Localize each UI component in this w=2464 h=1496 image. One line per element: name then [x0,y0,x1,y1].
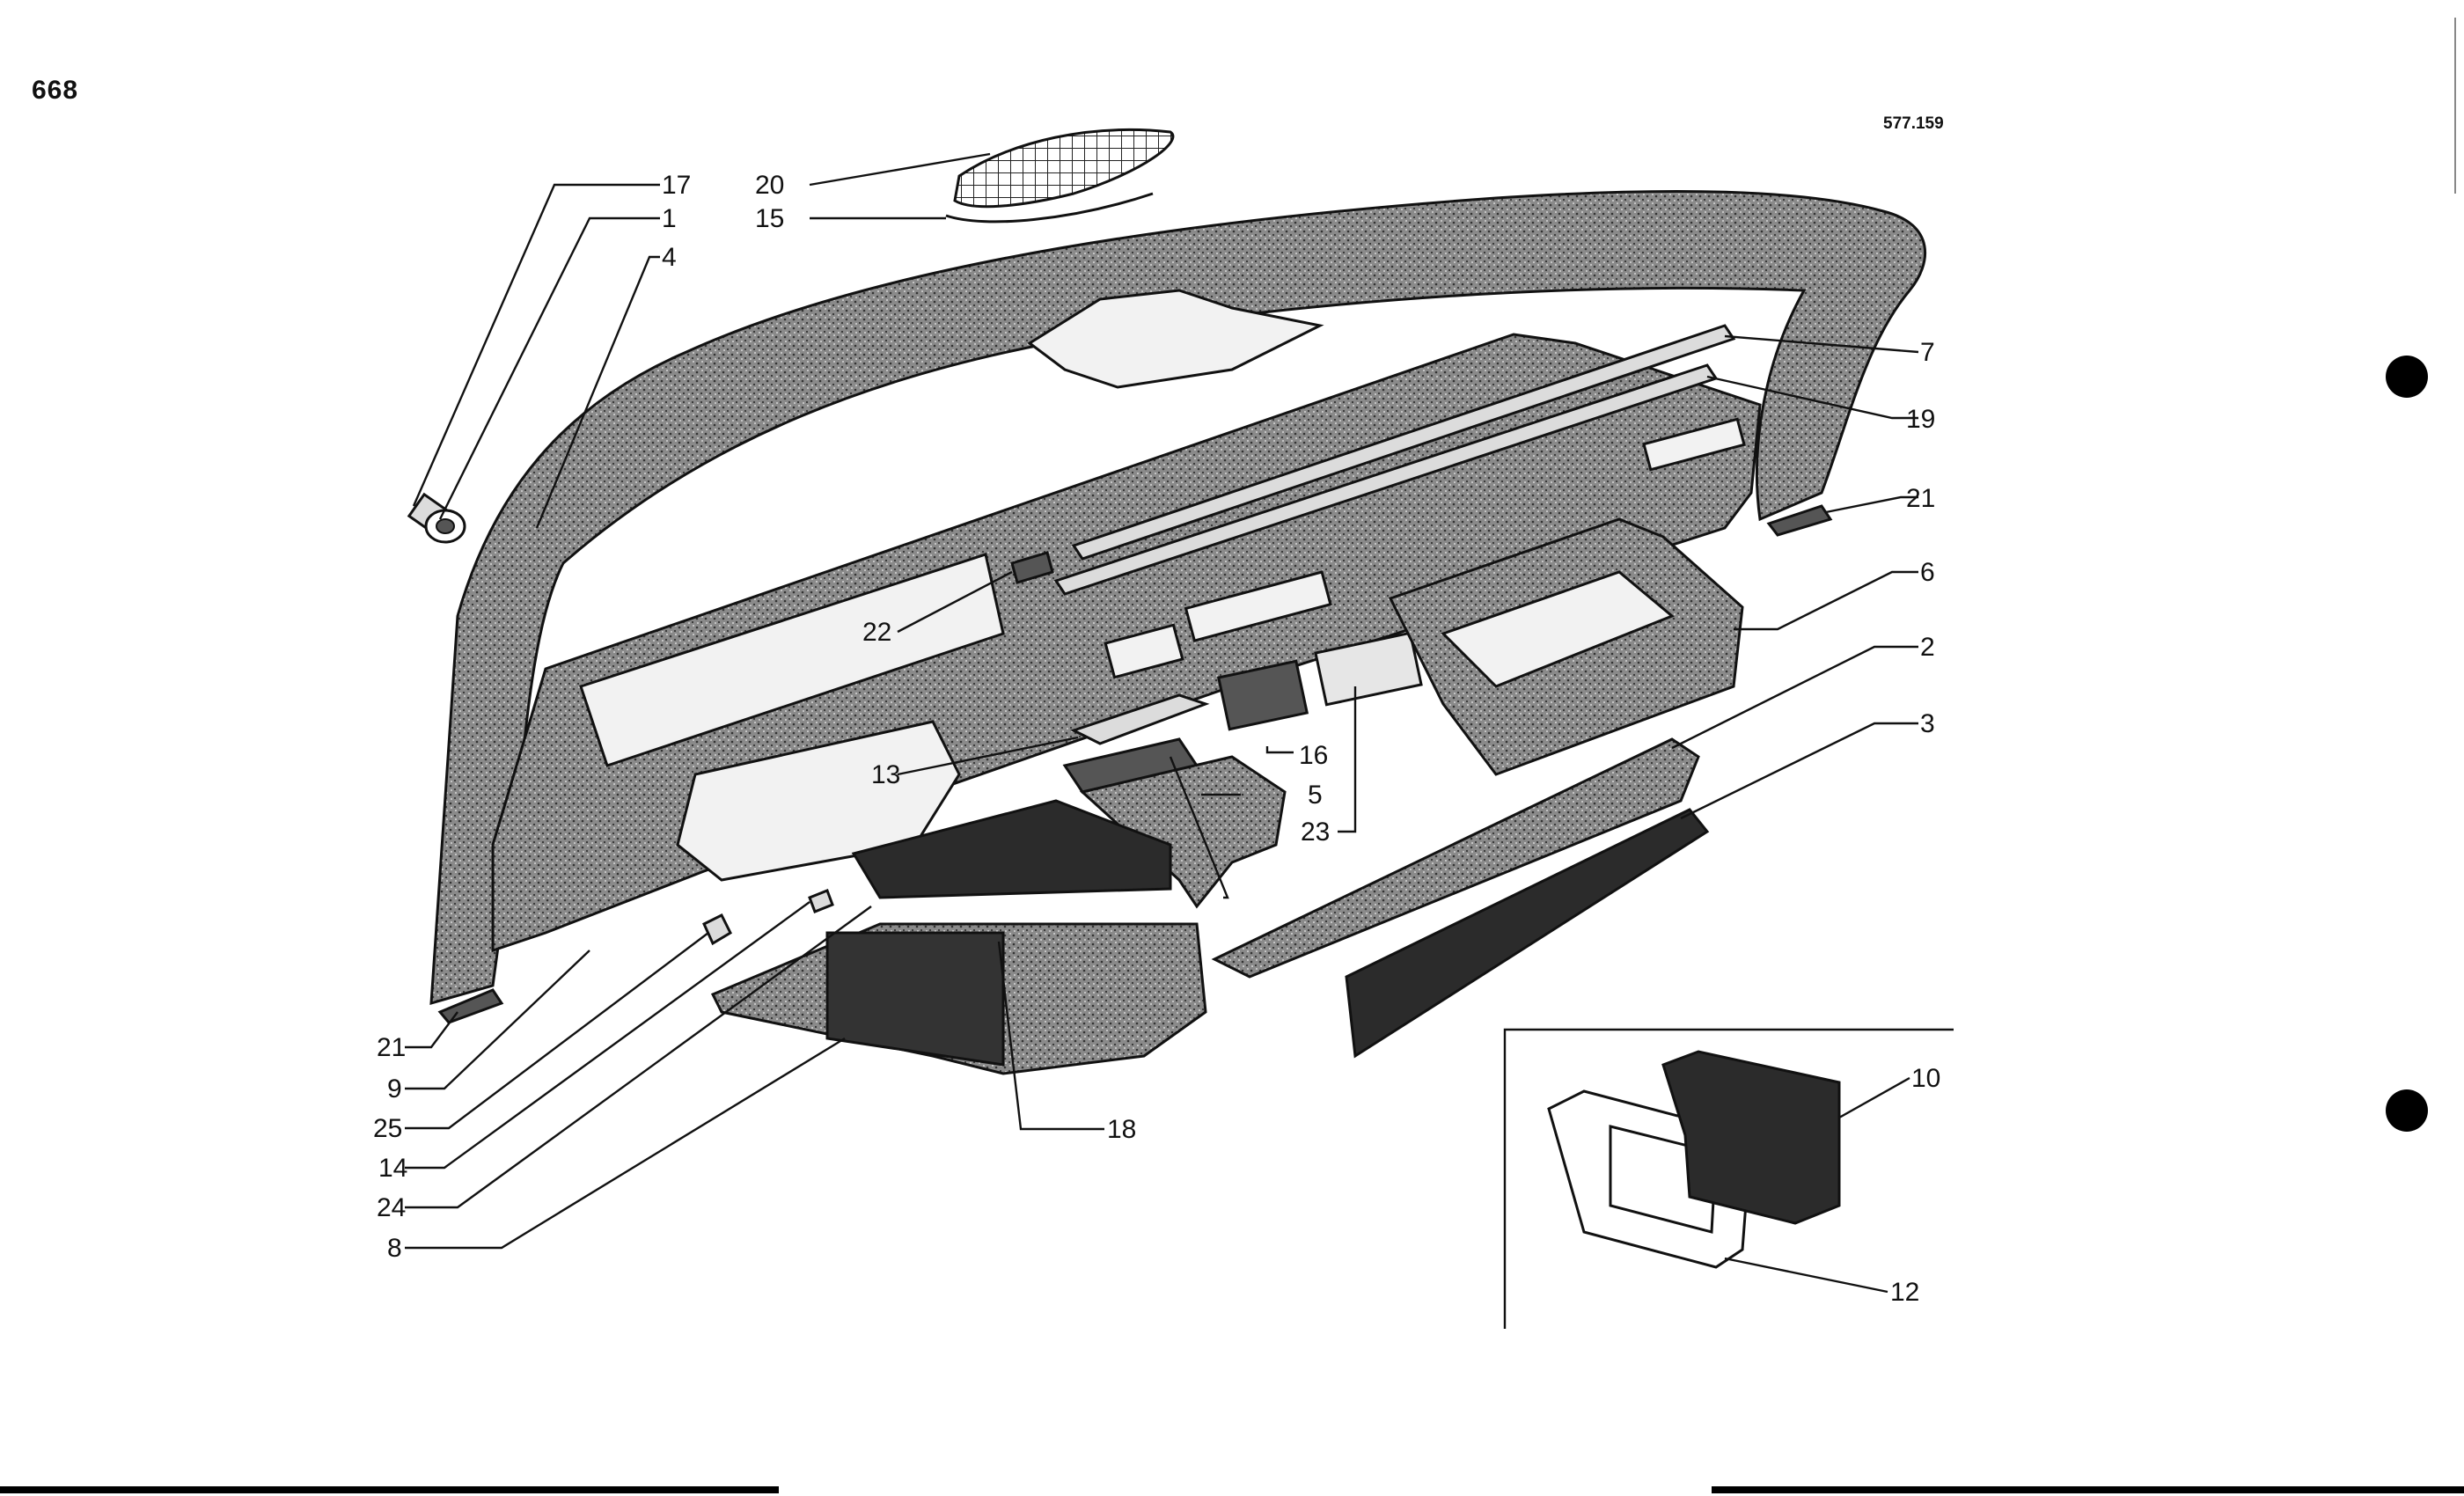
callout-5: 5 [1308,781,1323,810]
leader-17 [412,183,660,507]
page-number: 668 [32,76,79,105]
leader-2 [1671,645,1918,750]
callout-10: 10 [1911,1064,1940,1093]
trim-strip-7 [1071,324,1736,561]
callout-19: 19 [1906,405,1935,434]
leader-13 [897,736,1079,776]
callout-22: 22 [862,618,891,647]
callout-18: 18 [1107,1115,1136,1144]
leader-1 [438,216,660,520]
callout-20: 20 [755,171,784,200]
leader-19 [1706,375,1918,420]
clip-25 [702,913,732,946]
leader-22 [897,570,1013,634]
callout-2: 2 [1920,633,1935,662]
callout-15: 15 [755,204,784,233]
switch-plate-23 [1314,631,1423,707]
leader-4 [535,255,660,529]
cover-strip-2 [1211,737,1700,979]
inset-frame [1503,1028,1954,1329]
top-pad-vent-opening [1027,289,1324,389]
leader-14 [405,901,810,1170]
callout-13: 13 [871,760,900,789]
callout-7: 7 [1920,338,1935,367]
leader-21-right [1825,495,1918,514]
callout-6: 6 [1920,558,1935,587]
clip-14 [808,889,834,913]
cover-strip-3 [1345,808,1710,1059]
leader-7 [1724,334,1919,354]
leader-18 [997,941,1104,1131]
leader-24 [405,906,872,1209]
trim-21-right [1766,504,1833,537]
callout-labels: 17 1 4 20 15 7 19 21 6 2 3 22 13 5 16 23… [373,171,1940,1307]
drawing-reference: 577.159 [1883,114,1944,133]
punch-hole-top [2386,356,2428,398]
callout-8: 8 [387,1234,402,1263]
callout-16: 16 [1299,741,1328,770]
leader-10 [1838,1076,1910,1119]
speaker-gasket-15 [945,192,1154,224]
leader-5b [1169,756,1229,899]
dashboard-top-pad [429,189,1926,1006]
speaker-grille-20 [953,128,1175,209]
leader-20 [809,152,991,187]
leader-8 [405,1037,846,1250]
leader-9 [405,950,590,1090]
callout-4: 4 [662,243,677,272]
leader-16 [1265,746,1294,754]
glove-box-opening [1441,570,1675,688]
inset-detail [1503,1028,1954,1329]
callout-23: 23 [1301,818,1330,847]
gauge-16 [1216,659,1309,731]
leader-23 [1338,686,1357,833]
leader-12 [1724,1257,1888,1294]
lower-tray-pocket [825,931,1005,1067]
leader-25 [405,932,709,1130]
callout-14: 14 [378,1154,407,1183]
vent-13 [1070,693,1210,745]
callout-25: 25 [373,1114,402,1143]
callout-1: 1 [662,204,677,233]
knob-17 [407,492,466,544]
lower-shelf [851,799,1172,899]
leader-3 [1680,722,1918,820]
callout-3: 3 [1920,709,1935,738]
callout-12: 12 [1890,1278,1919,1307]
frame-slot-3 [1642,417,1746,472]
callout-17: 17 [662,171,691,200]
callout-21-left: 21 [377,1033,406,1062]
callout-21-right: 21 [1906,484,1935,513]
clip-22 [1010,551,1054,584]
leader-21-left [405,1011,458,1049]
callout-9: 9 [387,1074,402,1104]
frame-slot-2 [1184,570,1332,642]
callout-24: 24 [377,1193,406,1222]
pad-10 [1661,1050,1841,1225]
punch-hole-bottom [2386,1089,2428,1132]
frame-cutout-left [579,553,1005,767]
leader-6 [1734,570,1918,631]
frame-slot-1 [1104,623,1184,679]
